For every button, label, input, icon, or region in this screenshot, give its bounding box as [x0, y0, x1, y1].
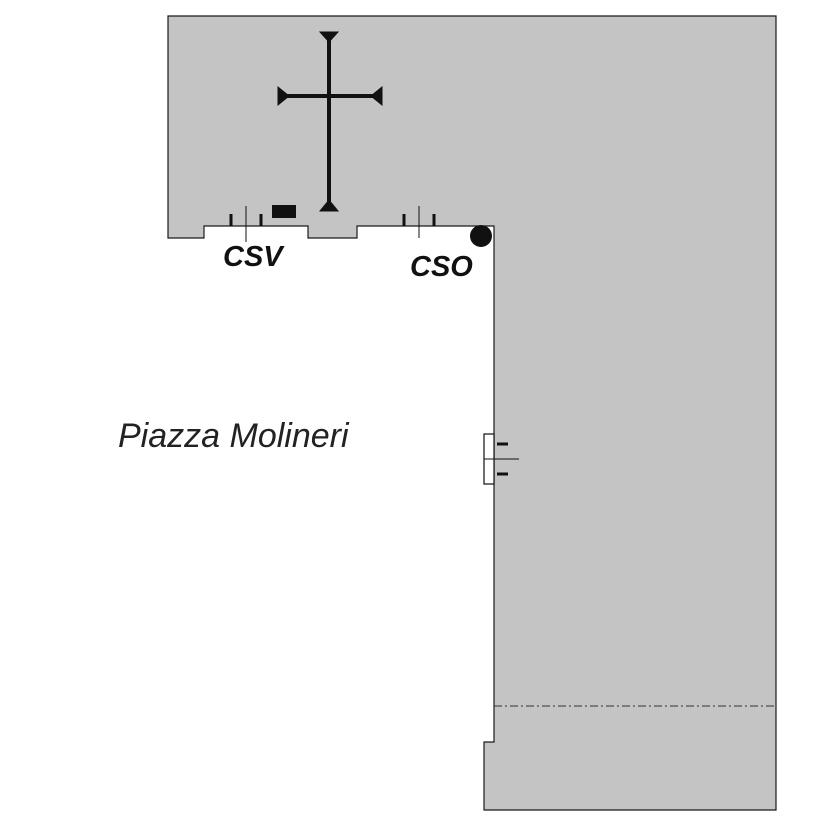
label-place: Piazza Molineri [118, 417, 350, 455]
black-rect-marker [272, 205, 296, 218]
cross-icon [277, 31, 383, 212]
label-csv: CSV [223, 241, 285, 273]
building-block [167, 15, 777, 811]
side-entrance-symbol [483, 433, 519, 485]
cso-entrance-symbol [402, 206, 436, 238]
csv-entrance-symbol [229, 206, 263, 242]
label-cso: CSO [410, 251, 473, 283]
black-dot-marker [470, 225, 492, 247]
